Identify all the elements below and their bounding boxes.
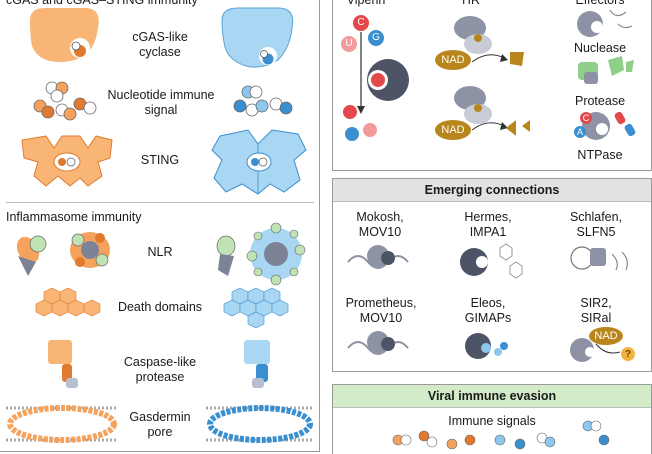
label-sir2: SIR2, xyxy=(580,296,612,310)
label-siral: SIRal xyxy=(580,311,612,325)
cgas-cyclase-bacterial-icon xyxy=(30,8,99,62)
label-protease-effector: Protease xyxy=(574,94,626,108)
ntpase-a-label: A xyxy=(576,127,583,137)
label-protease: protease xyxy=(135,370,185,384)
label-prometheus-mov10: MOV10 xyxy=(359,311,403,325)
nad-label-1: NAD xyxy=(441,54,465,66)
label-hermes: Hermes, xyxy=(464,210,512,224)
section-title-cgas: cGAS and cGAS–STING immunity xyxy=(6,0,198,7)
label-mokosh: Mokosh, xyxy=(356,210,404,224)
death-domains-human-icon xyxy=(223,287,289,329)
label-prometheus: Prometheus, xyxy=(345,296,417,310)
tir-illustration xyxy=(435,16,530,140)
section-title-inflammasome: Inflammasome immunity xyxy=(6,210,142,224)
nlr-human-icon xyxy=(216,222,306,286)
label-nucleotide-immune: Nucleotide immune xyxy=(107,88,215,102)
label-caspase-like: Caspase-like xyxy=(123,355,197,369)
label-sting: STING xyxy=(140,153,180,167)
sting-human-icon xyxy=(211,129,307,195)
divider-line xyxy=(6,202,314,203)
label-impa1: IMPA1 xyxy=(469,225,507,239)
nad-label-sir2: NAD xyxy=(594,330,618,342)
label-cyclase: cyclase xyxy=(139,45,181,59)
label-effectors: Effectors xyxy=(575,0,625,7)
nlr-bacterial-icon xyxy=(16,232,110,276)
nucleotide-signal-bacterial-icon xyxy=(33,81,97,121)
viral-immune-evasion-title: Viral immune evasion xyxy=(333,385,651,408)
caspase-human-icon xyxy=(244,340,270,388)
label-signal: signal xyxy=(144,103,178,117)
label-eleos: Eleos, xyxy=(470,296,506,310)
label-immune-signals: Immune signals xyxy=(448,414,536,428)
caspase-bacterial-icon xyxy=(48,340,78,388)
label-gasdermin: Gasdermin xyxy=(129,410,191,424)
label-gimaps: GIMAPs xyxy=(464,311,512,325)
nucleotide-u-label: U xyxy=(345,38,353,49)
immune-signals-icons xyxy=(392,420,610,450)
label-nlr: NLR xyxy=(147,245,173,259)
label-slfn5: SLFN5 xyxy=(576,225,616,239)
emerging-row1-icons xyxy=(347,243,628,279)
nucleotide-g-label: G xyxy=(372,32,380,43)
label-tir: TIR xyxy=(459,0,481,7)
sting-bacterial-icon xyxy=(21,135,113,187)
viperin-illustration xyxy=(341,15,409,141)
label-nuclease: Nuclease xyxy=(573,41,627,55)
unknown-product-label: ? xyxy=(624,349,632,360)
effectors-illustration xyxy=(574,9,636,140)
nad-label-2: NAD xyxy=(441,124,465,136)
ntpase-c-label: C xyxy=(582,113,590,123)
label-viperin: Viperin xyxy=(346,0,386,7)
label-mokosh-mov10: MOV10 xyxy=(358,225,402,239)
emerging-row2-icons xyxy=(347,327,635,362)
nucleotide-c-label: C xyxy=(357,17,365,28)
gasdermin-bacterial-icon xyxy=(6,405,118,443)
label-death-domains: Death domains xyxy=(117,300,203,314)
gasdermin-human-icon xyxy=(206,405,314,443)
label-schlafen: Schlafen, xyxy=(569,210,623,224)
nucleotide-signal-human-icon xyxy=(233,85,293,117)
label-cgas-like: cGAS-like xyxy=(132,30,188,44)
label-pore: pore xyxy=(147,425,173,439)
death-domains-bacterial-icon xyxy=(35,287,101,317)
cgas-cyclase-human-icon xyxy=(221,7,294,68)
emerging-connections-title: Emerging connections xyxy=(333,179,651,202)
label-ntpase: NTPase xyxy=(577,148,623,162)
